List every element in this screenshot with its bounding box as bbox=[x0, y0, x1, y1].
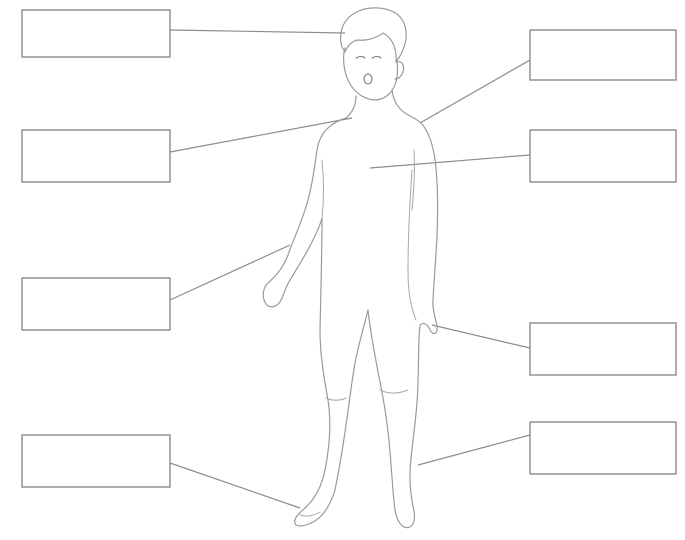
left-eye-icon bbox=[356, 57, 365, 59]
right-torso-side bbox=[412, 150, 414, 210]
label-box-left-3[interactable] bbox=[22, 278, 170, 330]
boy-figure bbox=[263, 8, 437, 528]
label-box-right-3[interactable] bbox=[530, 323, 676, 375]
label-box-left-1[interactable] bbox=[22, 10, 170, 57]
mouth-icon bbox=[364, 74, 372, 84]
ear-outline bbox=[395, 62, 404, 79]
right-arm-inner bbox=[408, 170, 416, 320]
leader-line-hand bbox=[432, 325, 530, 348]
label-box-right-1[interactable] bbox=[530, 30, 676, 80]
face-outline bbox=[344, 48, 398, 100]
left-foot-detail bbox=[300, 512, 320, 516]
leader-line-neck bbox=[170, 118, 352, 152]
right-knee bbox=[380, 390, 408, 393]
left-knee bbox=[326, 398, 346, 400]
leader-line-leg bbox=[418, 435, 530, 465]
neck-left bbox=[346, 96, 356, 118]
label-box-right-4[interactable] bbox=[530, 422, 676, 474]
label-box-right-2[interactable] bbox=[530, 130, 676, 182]
leader-line-chest bbox=[370, 155, 530, 168]
label-box-left-4[interactable] bbox=[22, 435, 170, 487]
left-arm-inner bbox=[322, 160, 324, 218]
leader-line-foot bbox=[170, 463, 300, 508]
right-eye-icon bbox=[372, 57, 381, 59]
neck-right bbox=[392, 90, 410, 116]
label-box-left-2[interactable] bbox=[22, 130, 170, 182]
leader-line-arm bbox=[170, 245, 290, 300]
leader-line-hair bbox=[170, 30, 345, 33]
hair-outline bbox=[341, 8, 407, 62]
leader-line-shoulder bbox=[420, 60, 530, 123]
